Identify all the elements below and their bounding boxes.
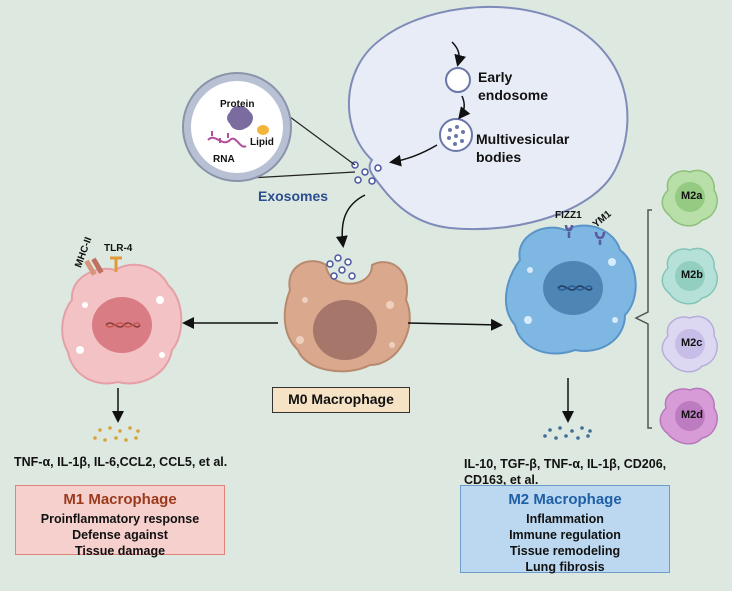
subtype-bracket — [634, 209, 652, 429]
m2b-label: M2b — [681, 269, 703, 281]
m2-macrophage-box: M2 Macrophage Inflammation Immune regula… — [460, 485, 670, 574]
lipid-icon — [257, 125, 269, 135]
m1-macrophage-cell — [61, 263, 183, 385]
arrow-m0-to-m2 — [407, 318, 503, 331]
m2-function-2: Immune regulation — [509, 528, 621, 542]
mvb-label-line1: Multivesicular — [476, 131, 570, 147]
arrow-to-membrane — [389, 144, 438, 167]
m1-macrophage-box: M1 Macrophage Proinflammatory response D… — [15, 485, 225, 558]
donor-cell — [347, 5, 629, 231]
m2a-label: M2a — [681, 190, 703, 202]
m2-title: M2 Macrophage — [508, 491, 622, 508]
cargo-magnifier — [182, 72, 356, 182]
m0-macrophage-label: M0 Macrophage — [272, 387, 410, 413]
m2-macrophage-cell — [504, 224, 637, 355]
multivesicular-body — [439, 118, 473, 152]
mvb-label-line2: bodies — [476, 149, 522, 165]
rna-icon — [207, 131, 247, 148]
m1-cytokines: TNF-α, IL-1β, IL-6,CCL2, CCL5, et al. — [14, 455, 228, 469]
mhc-ii-receptor — [84, 257, 104, 276]
tlr-4-receptor — [110, 256, 122, 272]
m2a-cell — [661, 169, 718, 227]
m2c-cell — [661, 315, 718, 373]
m2-cytokines-line2: CD163, et al. — [464, 473, 539, 487]
exosomes-label: Exosomes — [258, 188, 329, 204]
rna-label: RNA — [213, 154, 235, 165]
arrow-to-mvb — [458, 95, 471, 120]
m2-function-1: Inflammation — [526, 512, 604, 526]
m2b-cell — [661, 247, 718, 305]
m2-function-3: Tissue remodeling — [509, 544, 621, 558]
lipid-label: Lipid — [250, 137, 274, 148]
m1-title: M1 Macrophage — [63, 491, 177, 508]
arrow-exosomes-to-m0 — [335, 194, 366, 248]
fizz1-receptor — [564, 224, 574, 238]
early-endosome-label: Early endosome — [478, 68, 548, 104]
m1-function-3: Tissue damage — [74, 544, 166, 558]
arrow-to-early-endosome — [451, 41, 467, 67]
tlr-4-label: TLR-4 — [104, 243, 133, 254]
m2-cytokine-dots — [543, 426, 592, 440]
early-endosome-label-line1: Early — [478, 69, 513, 85]
ym1-receptor — [594, 231, 606, 245]
m2d-cell — [659, 387, 718, 445]
m2-cytokines: IL-10, TGF-β, TNF-α, IL-1β, CD206, CD163… — [464, 456, 666, 488]
m1-function-2: Defense against — [72, 528, 168, 542]
m2c-label: M2c — [681, 337, 703, 349]
m0-macrophage-cell — [283, 260, 411, 373]
multivesicular-bodies-label: Multivesicular bodies — [476, 130, 569, 166]
early-endosome-label-line2: endosome — [478, 87, 549, 103]
fizz1-label: FIZZ1 — [555, 210, 582, 221]
m2d-label: M2d — [681, 409, 703, 421]
exosome-vesicles — [351, 161, 382, 185]
m0-exosome-uptake — [326, 254, 356, 280]
m2-function-4: Lung fibrosis — [525, 560, 605, 574]
protein-label: Protein — [220, 99, 255, 110]
early-endosome — [445, 67, 471, 93]
m2-cytokines-line1: IL-10, TGF-β, TNF-α, IL-1β, CD206, — [464, 457, 667, 471]
m1-function-1: Proinflammatory response — [40, 512, 200, 526]
m1-cytokine-dots — [93, 426, 140, 442]
protein-icon — [227, 106, 253, 131]
